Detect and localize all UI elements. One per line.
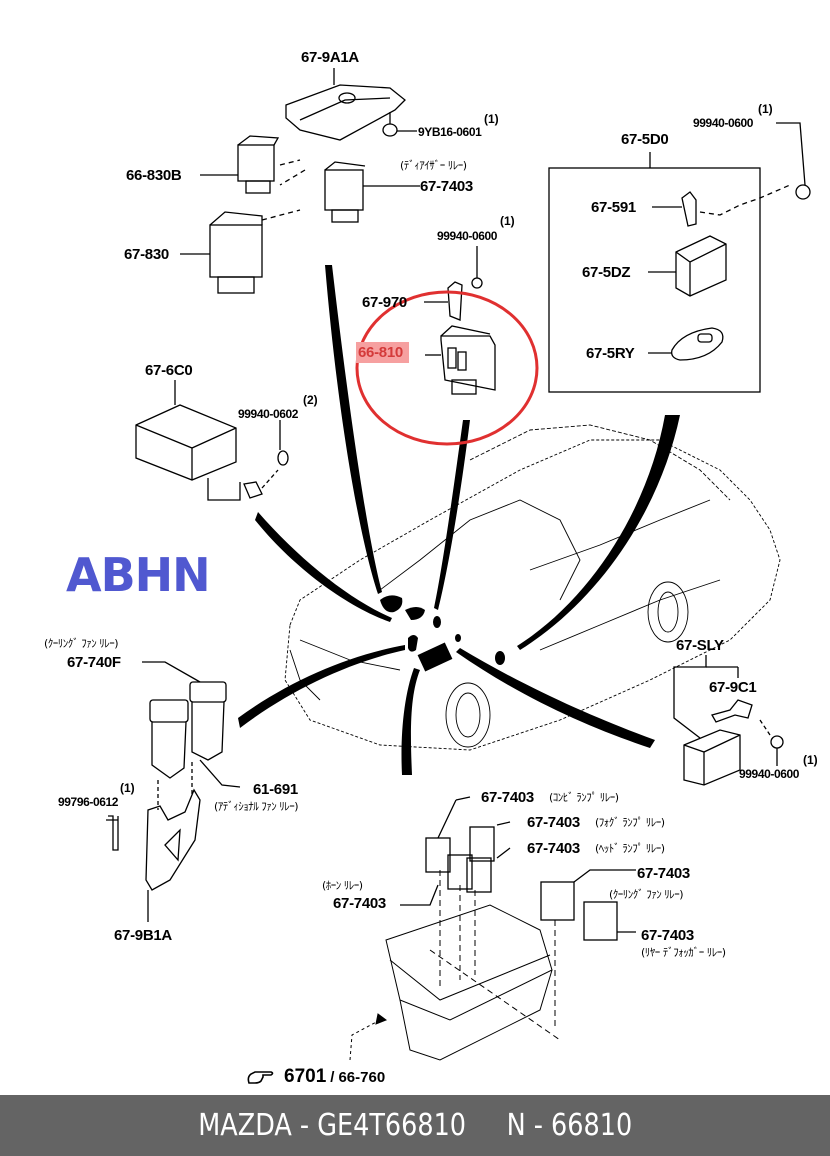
qty-label: (1): [758, 102, 773, 116]
part-label-99940-0600-mid[interactable]: 99940-0600: [437, 229, 498, 243]
footer-bar: MAZDA - GE4T66810 N - 66810: [0, 1095, 830, 1156]
qty-label: (2): [303, 393, 318, 407]
footer-part-number: MAZDA - GE4T66810 N - 66810: [198, 1108, 632, 1143]
part-note-combi-lamp-relay: (ｺﾝﾋﾞ ﾗﾝﾌﾟ ﾘﾚｰ): [549, 791, 619, 804]
part-label-67-7403-defogger[interactable]: 67-7403: [420, 178, 473, 195]
part-note-head-lamp-relay: (ﾍｯﾄﾞ ﾗﾝﾌﾟ ﾘﾚｰ): [595, 842, 665, 855]
section-number: 6701: [284, 1066, 327, 1087]
part-label-67-7403-horn[interactable]: 67-7403: [333, 895, 386, 912]
qty-label: (1): [484, 112, 499, 126]
watermark-text: ABHN: [66, 548, 211, 602]
part-label-99796-0612[interactable]: 99796-0612: [58, 795, 119, 809]
part-label-61-691[interactable]: 61-691: [253, 781, 298, 798]
relay-66-810: [425, 325, 496, 395]
clip-67-970: [424, 246, 483, 321]
junction-box: [349, 870, 561, 1061]
pointing-hand-icon: [247, 1071, 274, 1084]
part-label-67-740f[interactable]: 67-740F: [67, 654, 121, 671]
kit-67-5d0: [548, 122, 811, 393]
relay-67-7403-defogger: [324, 161, 420, 223]
part-label-67-sly[interactable]: 67-SLY: [676, 637, 724, 654]
part-label-99940-0602[interactable]: 99940-0602: [238, 407, 299, 421]
parts-diagram: [106, 68, 811, 1061]
reference-separator: /: [330, 1068, 335, 1086]
part-label-67-9b1a[interactable]: 67-9B1A: [114, 927, 172, 944]
qty-label: (1): [500, 214, 515, 228]
section-reference[interactable]: 6701 / 66-760: [246, 1066, 385, 1088]
part-label-67-5dz[interactable]: 67-5DZ: [582, 264, 631, 281]
part-label-99940-0600-top[interactable]: 99940-0600: [693, 116, 754, 130]
part-label-67-7403-combi[interactable]: 67-7403: [481, 789, 534, 806]
part-label-67-830[interactable]: 67-830: [124, 246, 169, 263]
part-label-9yb16-0601[interactable]: 9YB16-0601: [418, 125, 482, 139]
leader-swooshes: [238, 265, 680, 775]
module-67-6c0: [135, 380, 289, 501]
bracket-67-9a1a: [285, 68, 417, 141]
part-label-67-970[interactable]: 67-970: [362, 294, 407, 311]
part-label-67-6c0[interactable]: 67-6C0: [145, 362, 193, 379]
part-label-67-5d0[interactable]: 67-5D0: [621, 131, 669, 148]
part-label-99940-0600-right[interactable]: 99940-0600: [739, 767, 800, 781]
reference-part: 66-760: [338, 1068, 386, 1086]
part-label-67-5ry[interactable]: 67-5RY: [586, 345, 635, 362]
part-label-67-591[interactable]: 67-591: [591, 199, 636, 216]
highlight-circle: [355, 290, 539, 446]
part-label-67-7403-fog[interactable]: 67-7403: [527, 814, 580, 831]
relay-cluster: [400, 796, 636, 941]
part-note-defogger-relay: (ﾃﾞｨｱｲｻﾞｰ ﾘﾚｰ): [400, 159, 467, 172]
qty-label: (1): [803, 753, 818, 767]
part-label-67-7403-rear[interactable]: 67-7403: [641, 927, 694, 944]
qty-label: (1): [120, 781, 135, 795]
vehicle-outline: [284, 424, 781, 751]
part-note-additional-fan-relay: (ｱﾃﾞｨｼｮﾅﾙ ﾌｧﾝ ﾘﾚｰ): [214, 800, 299, 813]
part-label-66-810-highlighted[interactable]: 66-810: [356, 342, 409, 363]
fuse-block-67-740f: [106, 661, 241, 922]
part-label-67-9c1[interactable]: 67-9C1: [709, 679, 757, 696]
relay-67-830: [180, 209, 301, 294]
part-note-cooling-fan-relay: (ｸｰﾘﾝｸﾞ ﾌｧﾝ ﾘﾚｰ): [44, 637, 119, 650]
part-label-67-9a1a[interactable]: 67-9A1A: [301, 49, 359, 66]
part-note-cooling-fan-relay-2: (ｸｰﾘﾝｸﾞ ﾌｧﾝ ﾘﾚｰ): [609, 888, 684, 901]
part-note-horn-relay: (ﾎｰﾝ ﾘﾚｰ): [322, 879, 363, 892]
module-67-sly: [673, 655, 784, 786]
relay-66-830b: [200, 135, 306, 194]
part-note-fog-lamp-relay: (ﾌｫｸﾞ ﾗﾝﾌﾟ ﾘﾚｰ): [595, 816, 665, 829]
part-note-rear-defogger-relay: (ﾘﾔｰ ﾃﾞﾌｫｯｶﾞｰ ﾘﾚｰ): [641, 946, 726, 959]
part-label-66-830b[interactable]: 66-830B: [126, 167, 182, 184]
part-label-67-7403-cooling[interactable]: 67-7403: [637, 865, 690, 882]
highlighted-part-number: 66-810: [356, 342, 409, 363]
part-label-67-7403-head[interactable]: 67-7403: [527, 840, 580, 857]
